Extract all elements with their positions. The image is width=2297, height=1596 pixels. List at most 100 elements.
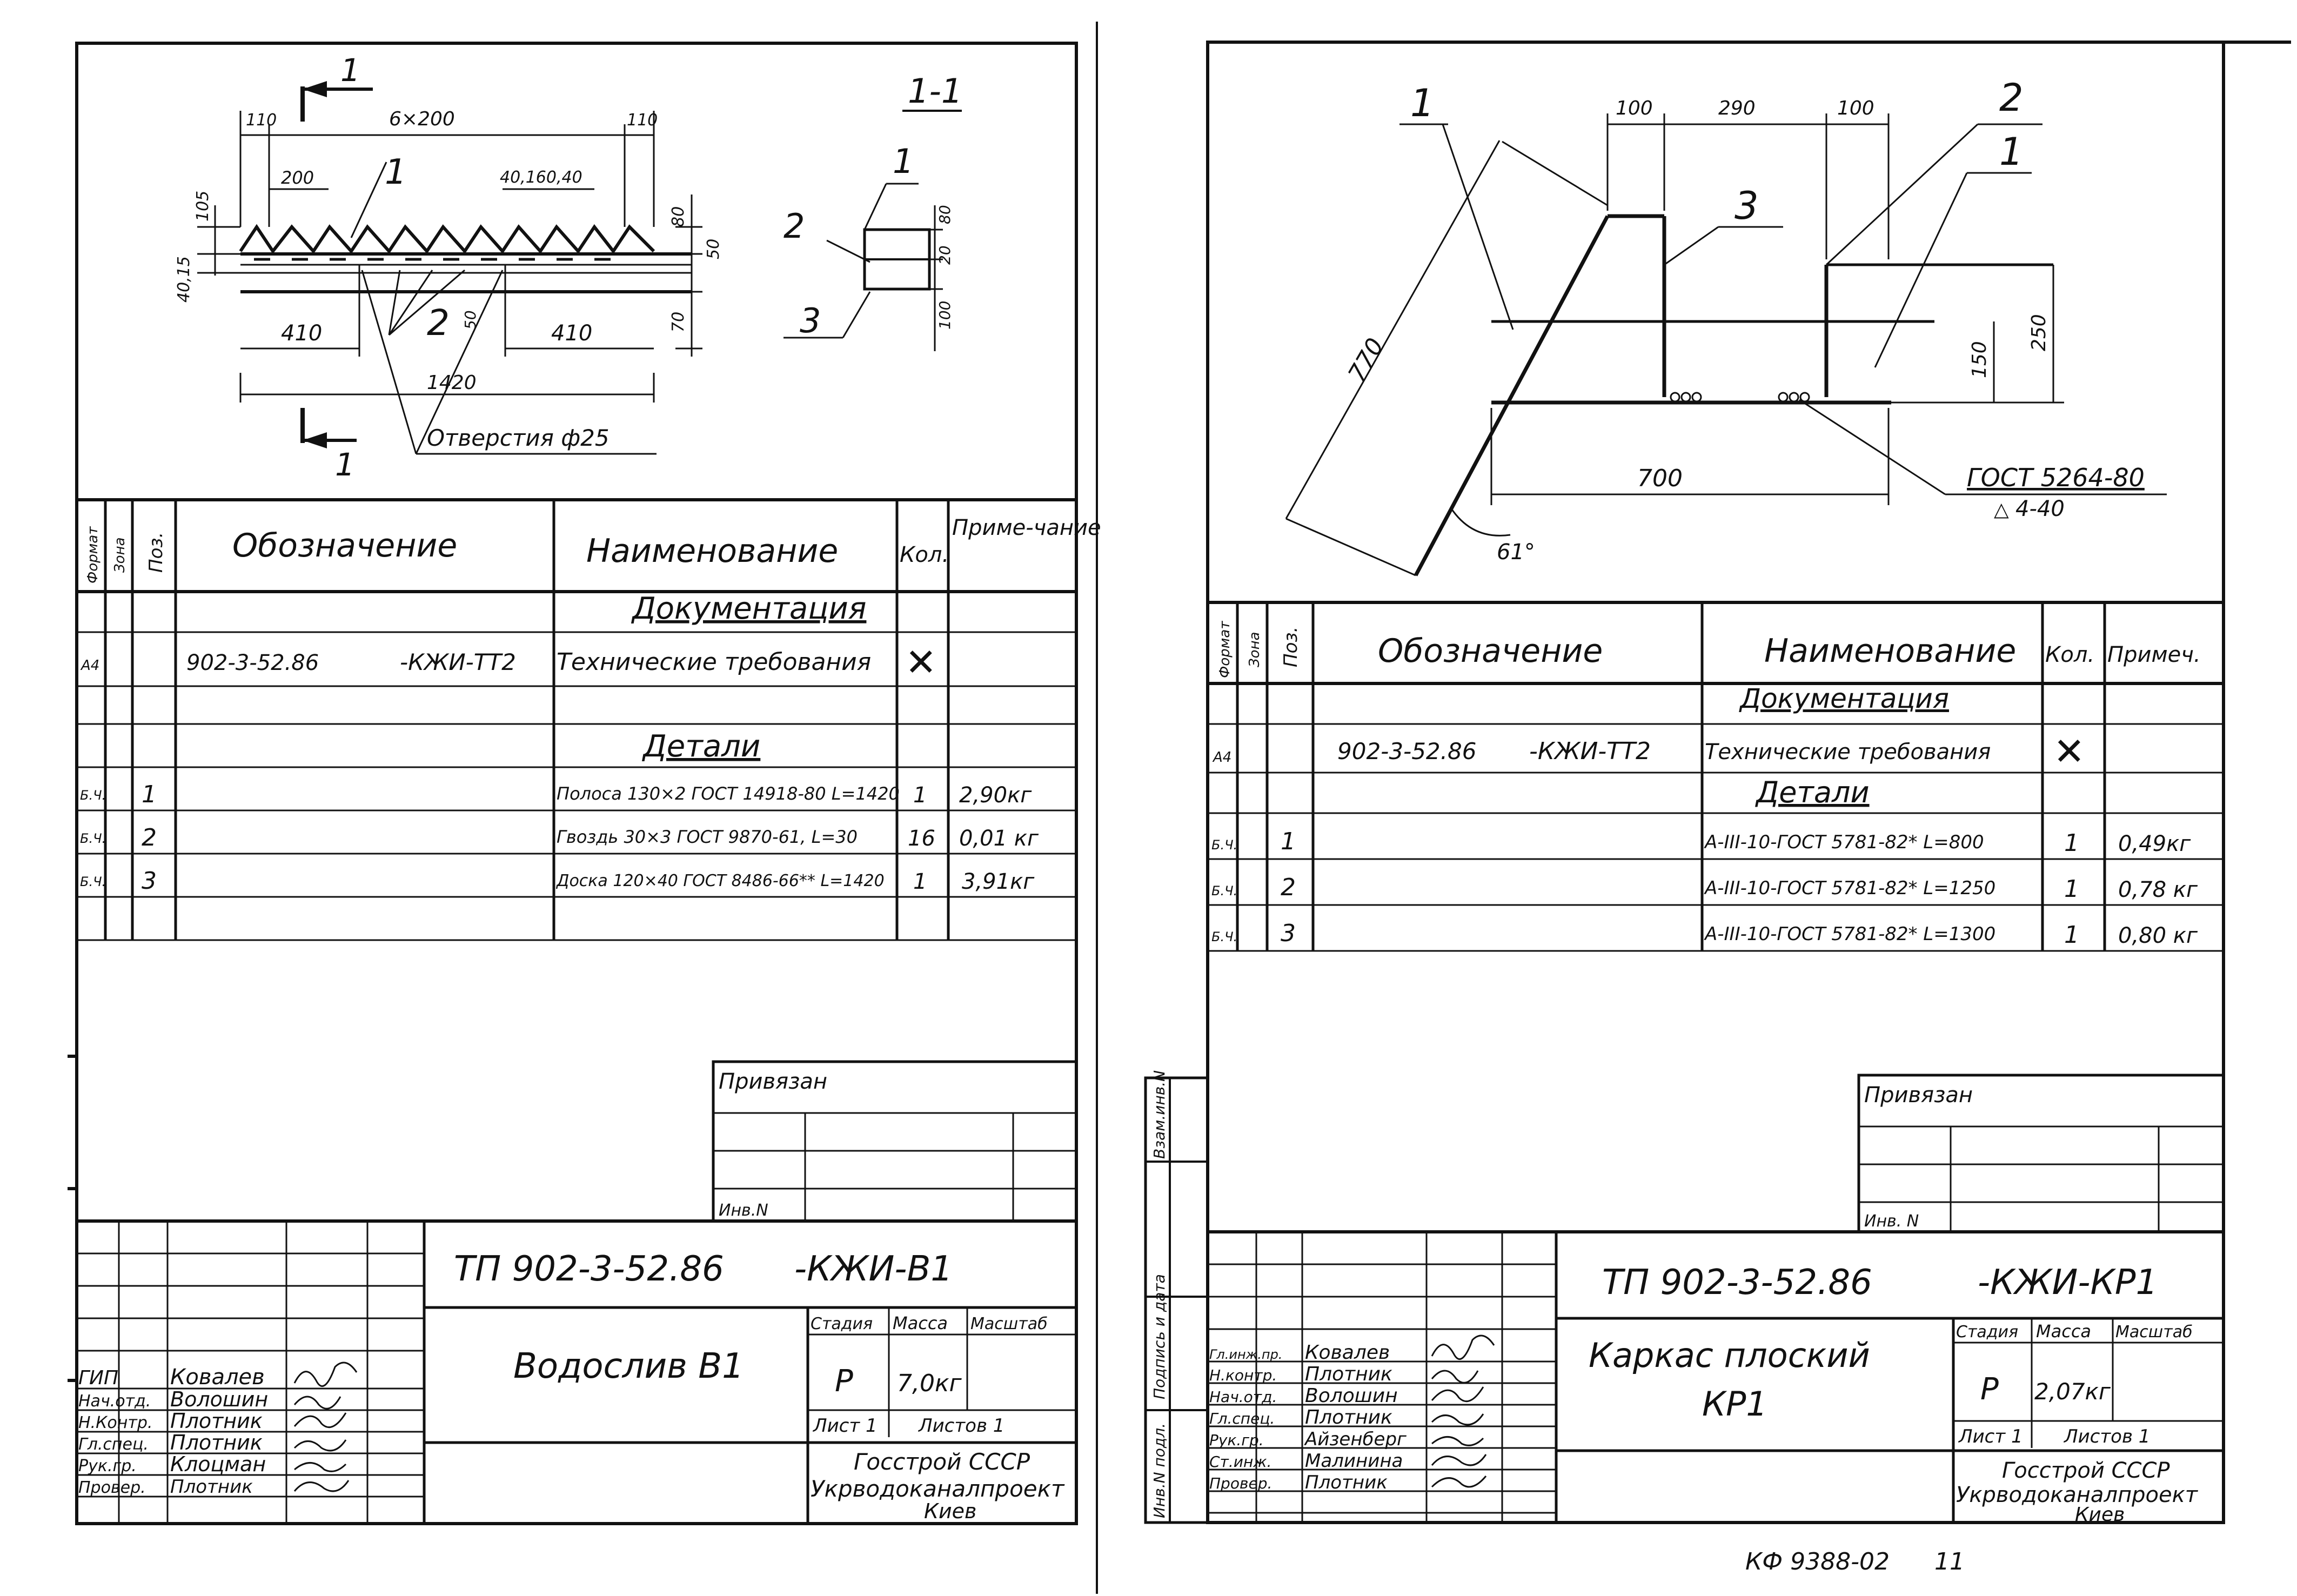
list-item: Н.контр. Плотник (1209, 1363, 1392, 1385)
right-drawing: 100 290 100 770 1 3 2 1 (1285, 76, 2167, 576)
list-item: Провер. Плотник (78, 1476, 253, 1498)
doc-name: Технические требования (557, 648, 871, 676)
doc-designation-suffix: -КЖИ-ТТ2 (1529, 737, 1651, 765)
svg-text:1: 1 (1281, 828, 1296, 855)
sheet-label: Лист 1 (812, 1415, 878, 1437)
stamp-code-suffix: -КЖИ-В1 (794, 1249, 953, 1289)
svg-text:Б.Ч.: Б.Ч. (1211, 883, 1237, 898)
org-line3: Киев (2075, 1504, 2125, 1526)
pos-3: 3 (1735, 184, 1759, 228)
pos-1-right: 1 (1999, 130, 2024, 174)
scale-label: Масштаб (2115, 1323, 2193, 1342)
list-item: Гл.инж.пр. Ковалев (1209, 1342, 1390, 1364)
org-line2: Укрводоканалпроект (811, 1476, 1065, 1502)
section-title: 1-1 (908, 71, 962, 111)
side-strip (1144, 1076, 1209, 1524)
list-item: Гл.спец. Плотник (78, 1431, 263, 1454)
right-spec-table: Формат Зона Поз. Обозначение Наименовани… (1208, 601, 2224, 952)
list-item: Провер. Плотник (1209, 1472, 1388, 1493)
svg-text:Плотник: Плотник (170, 1431, 263, 1454)
left-sheet: 6×200 110 110 200 40,160,40 1 1 (68, 42, 1101, 1525)
svg-text:2,90кг: 2,90кг (959, 783, 1032, 808)
weld-triangle: △ (1994, 499, 2009, 521)
dim-290: 290 (1718, 97, 1756, 119)
svg-text:Малинина: Малинина (1305, 1450, 1403, 1472)
svg-text:Клоцман: Клоцман (170, 1452, 266, 1476)
dim-1420: 1420 (427, 372, 477, 394)
svg-text:Гл.спец.: Гл.спец. (1209, 1410, 1275, 1427)
right-sheet: Инв.N подл. Подпись и дата Взам.инв.N (1144, 41, 2291, 1526)
list-item: Гл.спец. Плотник (1209, 1406, 1392, 1429)
svg-text:0,01 кг: 0,01 кг (959, 826, 1039, 851)
hdr-pos: Поз. (145, 532, 167, 573)
inv-n-label: Инв. N (1864, 1212, 1919, 1231)
dim-200: 200 (281, 167, 314, 188)
dim-100-left: 100 (1616, 97, 1653, 119)
stamp-title: Водослив В1 (513, 1346, 744, 1386)
hdr-qty: Кол. (900, 542, 949, 567)
list-item: Ст.инж. Малинина (1209, 1450, 1403, 1472)
dim-410-right: 410 (551, 321, 592, 346)
doc-qty: ✕ (905, 640, 937, 685)
section-parts: Детали (641, 729, 760, 764)
stamp-title-line2: КР1 (1702, 1384, 1767, 1424)
dim-700: 700 (1637, 465, 1683, 492)
sheets-label: Листов 1 (918, 1415, 1004, 1437)
sec-dim-80: 80 (936, 205, 954, 224)
hdr-name: Наименование (1764, 632, 2016, 670)
hdr-note: Приме-чание (952, 515, 1101, 540)
weld-std: ГОСТ 5264-80 (1967, 463, 2145, 492)
dim-6x200: 6×200 (389, 108, 455, 130)
left-privyazan-block: Привязан Инв.N (712, 1060, 1078, 1223)
svg-text:16: 16 (908, 826, 935, 851)
table-row: Б.Ч. 1 А-III-10-ГОСТ 5781-82* L=800 1 0,… (1211, 828, 2191, 857)
svg-text:Рук.гр.: Рук.гр. (78, 1457, 137, 1476)
dim-40-15: 40,15 (175, 256, 193, 303)
svg-text:Нач.отд.: Нач.отд. (1209, 1388, 1277, 1406)
sheets-label: Листов 1 (2063, 1426, 2150, 1447)
svg-text:Ст.инж.: Ст.инж. (1209, 1453, 1271, 1471)
svg-text:Полоса 130×2 ГОСТ 14918-80 L=1: Полоса 130×2 ГОСТ 14918-80 L=1420 (557, 783, 900, 804)
doc-format: А4 (80, 658, 99, 674)
pos-2-label: 2 (427, 302, 450, 344)
stamp-title-line1: Каркас плоский (1589, 1336, 1870, 1375)
svg-text:Б.Ч.: Б.Ч. (80, 831, 106, 846)
sec-dim-100: 100 (936, 301, 954, 330)
side-label-inv: Инв.N подл. (1150, 1423, 1168, 1518)
svg-text:0,49кг: 0,49кг (2118, 831, 2191, 856)
sheet-label: Лист 1 (1958, 1426, 2023, 1447)
signatures (293, 1362, 358, 1492)
angle-61: 61° (1497, 540, 1535, 565)
dim-100-right: 100 (1837, 97, 1874, 119)
stamp-code: ТП 902-3-52.86 (1602, 1263, 1872, 1303)
privyazan-label: Привязан (1864, 1083, 1973, 1108)
doc-qty: ✕ (2053, 729, 2085, 774)
footer-num: 11 (1934, 1548, 1965, 1575)
svg-text:3: 3 (142, 867, 157, 895)
dim-105: 105 (193, 191, 212, 222)
holes-note: Отверстия ф25 (427, 425, 610, 451)
svg-text:1: 1 (2064, 875, 2079, 903)
dim-40-160-40: 40,160,40 (500, 168, 582, 187)
svg-text:А-III-10-ГОСТ 5781-82* L=1300: А-III-10-ГОСТ 5781-82* L=1300 (1704, 923, 1995, 945)
svg-text:Плотник: Плотник (1305, 1406, 1392, 1429)
mass-value: 7,0кг (897, 1370, 962, 1397)
mass-label: Масса (2036, 1321, 2091, 1342)
svg-text:2: 2 (142, 824, 157, 851)
svg-text:Провер.: Провер. (1209, 1474, 1272, 1492)
svg-text:Гвоздь 30×3 ГОСТ 9870-61, L=30: Гвоздь 30×3 ГОСТ 9870-61, L=30 (557, 827, 858, 847)
hdr-note: Примеч. (2107, 642, 2201, 667)
section-mark-bottom: 1 (335, 446, 355, 483)
svg-text:А-III-10-ГОСТ 5781-82* L=800: А-III-10-ГОСТ 5781-82* L=800 (1704, 831, 1984, 853)
dim-250: 250 (2028, 314, 2050, 351)
svg-text:0,80 кг: 0,80 кг (2118, 923, 2198, 948)
dim-110-left: 110 (246, 111, 277, 130)
table-row: Б.Ч. 3 А-III-10-ГОСТ 5781-82* L=1300 1 0… (1211, 920, 2198, 949)
dim-150: 150 (1968, 341, 1991, 378)
svg-text:2: 2 (1281, 874, 1296, 901)
sec-pos-1: 1 (893, 142, 914, 181)
list-item: ГИП Ковалев (78, 1365, 265, 1390)
svg-text:Б.Ч.: Б.Ч. (80, 788, 106, 803)
svg-text:Волошин: Волошин (170, 1387, 268, 1411)
doc-designation: 902-3-52.86 (1337, 738, 1476, 765)
